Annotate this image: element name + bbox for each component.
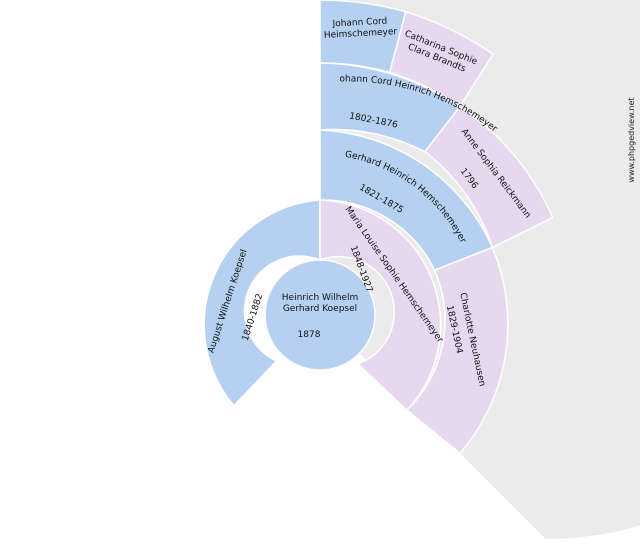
- gggf-name-line1: Johann Cord: [331, 17, 387, 30]
- site-credit[interactable]: www.phpgedview.net: [627, 97, 636, 182]
- ancestor-segment-ggm[interactable]: [423, 105, 554, 249]
- ancestor-segment-mother[interactable]: [319, 199, 442, 412]
- root-person-circle[interactable]: [264, 259, 376, 371]
- root-name-line1: Heinrich Wilhelm: [282, 293, 358, 303]
- ancestor-segment-mm-mother[interactable]: [405, 246, 509, 455]
- gggf-name-line2: Heimschemeyer: [324, 27, 398, 41]
- ancestor-segment-father[interactable]: [203, 199, 321, 407]
- root-name-line2: Gerhard Koepsel: [283, 304, 357, 314]
- root-years: 1878: [298, 330, 321, 340]
